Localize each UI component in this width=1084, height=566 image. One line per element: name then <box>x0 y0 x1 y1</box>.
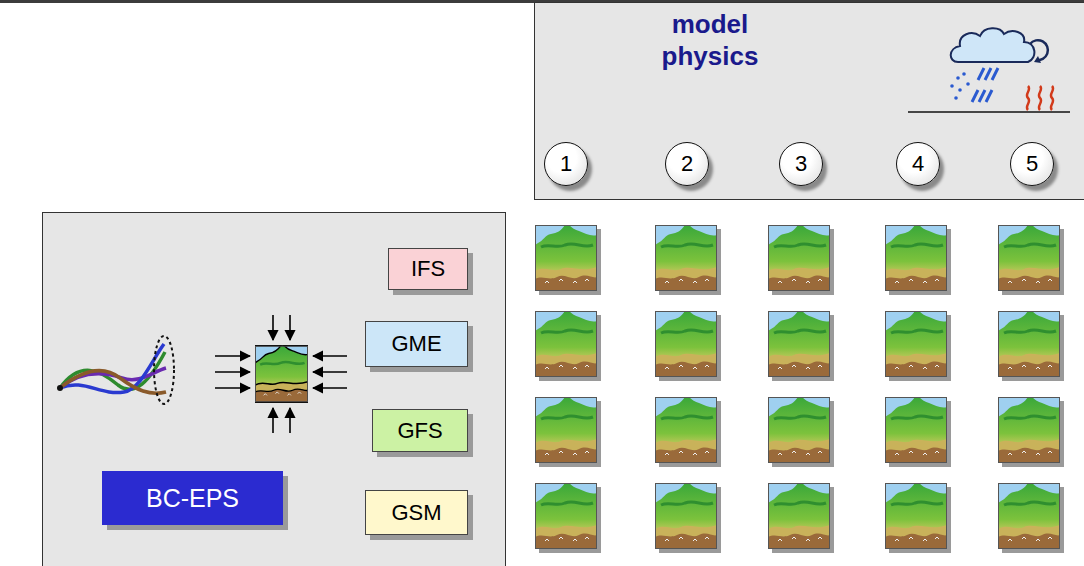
model-box: BC-EPS <box>102 471 283 525</box>
map-thumbnail <box>655 397 717 463</box>
map-thumbnail <box>998 225 1060 291</box>
map-thumbnail <box>535 225 597 291</box>
callout-number: 3 <box>795 151 807 177</box>
map-thumbnail <box>768 397 830 463</box>
callout-number: 2 <box>681 151 693 177</box>
map-thumbnail <box>885 483 947 549</box>
model-box: GME <box>365 321 468 367</box>
box-label: BC-EPS <box>146 484 239 513</box>
map-thumbnail <box>655 311 717 377</box>
panel-heading: model physics <box>635 9 785 72</box>
physics-number-circle: 3 <box>779 142 823 186</box>
map-thumbnail <box>885 311 947 377</box>
bc-eps-panel <box>43 213 506 566</box>
model-box: GFS <box>372 409 468 452</box>
trajectory-bundle <box>57 336 174 404</box>
map-thumbnail <box>998 311 1060 377</box>
box-label: GFS <box>397 418 442 444</box>
map-thumbnail <box>655 483 717 549</box>
physics-number-circle: 5 <box>1010 142 1054 186</box>
box-label: GSM <box>391 500 441 526</box>
physics-panel-fill <box>534 2 1084 200</box>
model-box: IFS <box>388 248 468 290</box>
map-thumbnail <box>655 225 717 291</box>
panel: model physics 1 2 3 4 5 <box>534 2 1084 200</box>
map-thumbnail <box>998 397 1060 463</box>
physics-number-circle: 4 <box>896 142 940 186</box>
box-label: IFS <box>411 256 445 282</box>
callout-number: 4 <box>912 151 924 177</box>
map-thumbnail <box>998 483 1060 549</box>
map-thumbnail <box>885 397 947 463</box>
map-thumbnail <box>768 483 830 549</box>
map-thumbnail <box>885 225 947 291</box>
physics-number-circle: 2 <box>665 142 709 186</box>
map-thumbnail <box>535 311 597 377</box>
boundary-forcing <box>215 315 347 433</box>
weather-icon <box>908 28 1070 112</box>
callout-number: 1 <box>560 151 572 177</box>
box-label: GME <box>391 331 441 357</box>
callout-number: 5 <box>1026 151 1038 177</box>
physics-number-circle: 1 <box>544 142 588 186</box>
map-thumbnail <box>535 483 597 549</box>
map-thumbnail <box>768 225 830 291</box>
ensemble-member-grid <box>535 225 1064 553</box>
model-box: GSM <box>365 490 468 535</box>
map-thumbnail <box>768 311 830 377</box>
map-thumbnail <box>535 397 597 463</box>
